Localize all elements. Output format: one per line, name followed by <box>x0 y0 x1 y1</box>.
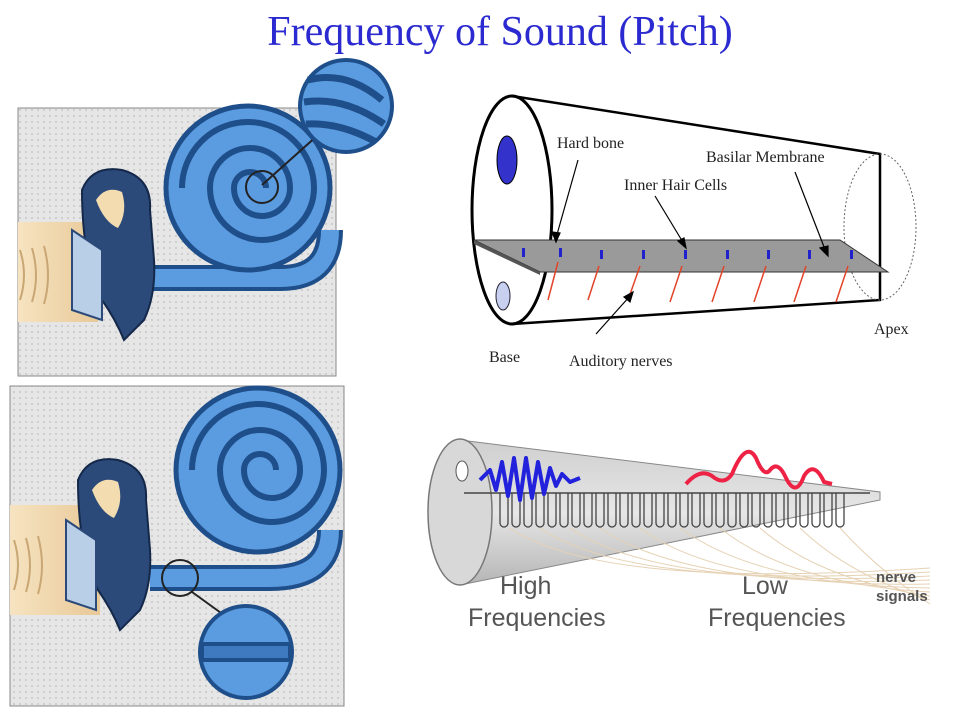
zoom-bubble-top <box>298 58 394 154</box>
label-low: Low <box>742 572 789 600</box>
label-nerve: nerve <box>876 569 916 586</box>
hair-cell-loops <box>499 493 845 528</box>
label-basilar-membrane: Basilar Membrane <box>706 149 825 166</box>
label-base: Base <box>489 349 520 366</box>
label-signals: signals <box>876 588 928 605</box>
oval-window <box>496 135 518 185</box>
ear-panel-top <box>17 58 394 377</box>
zoom-bubble-bottom <box>198 604 294 700</box>
round-window <box>495 281 511 311</box>
auditory-nerve-fibers <box>547 261 849 303</box>
label-low-frequencies: Frequencies <box>708 604 846 632</box>
cochlea-spiral-top <box>163 103 333 273</box>
label-high: High <box>500 572 551 600</box>
low-frequency-wave <box>684 449 833 490</box>
cochlea-spiral-bottom <box>173 385 343 555</box>
ear-panel-bottom <box>9 385 345 707</box>
nerve-fiber-bundle <box>509 527 931 605</box>
page-title: Frequency of Sound (Pitch) <box>267 9 733 55</box>
high-frequency-wave <box>478 456 581 502</box>
label-inner-hair-cells: Inner Hair Cells <box>624 177 727 194</box>
label-high-frequencies: Frequencies <box>468 604 606 632</box>
label-apex: Apex <box>874 321 909 338</box>
label-auditory-nerves: Auditory nerves <box>569 353 673 370</box>
label-hard-bone: Hard bone <box>557 135 624 152</box>
hair-cells <box>522 248 853 259</box>
